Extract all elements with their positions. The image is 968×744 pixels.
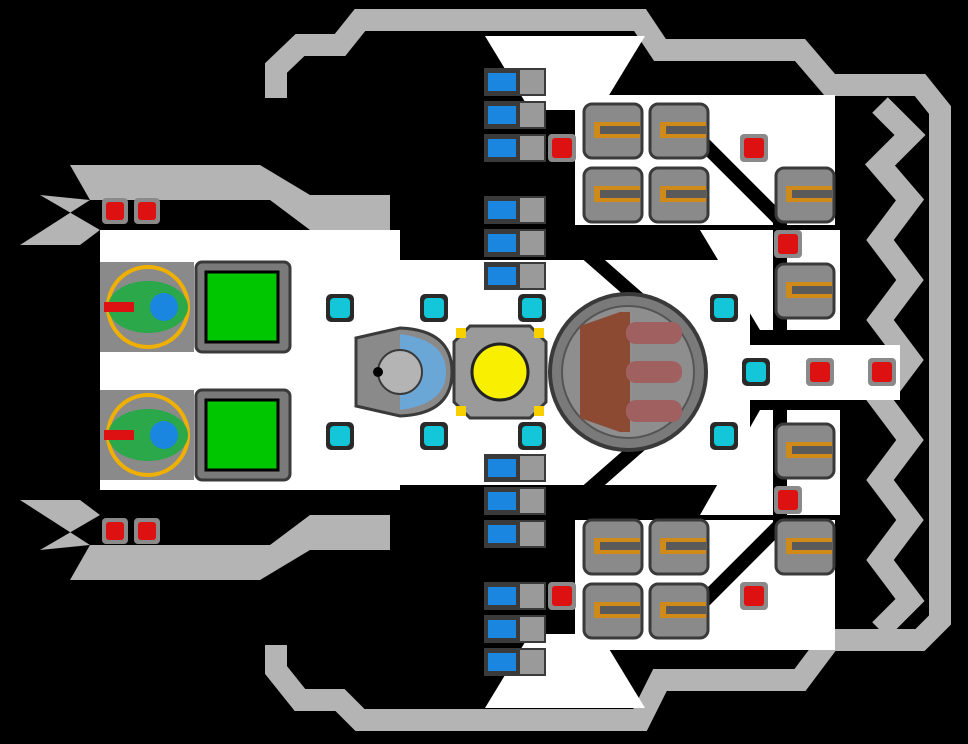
battery-cell-icon <box>484 582 546 610</box>
gun-turret-icon <box>648 166 710 224</box>
battery-cell-icon <box>484 68 546 96</box>
port-group <box>326 294 770 450</box>
red-thruster-icon <box>740 582 768 610</box>
battery-cell-icon <box>484 615 546 643</box>
red-thruster-icon <box>774 230 802 258</box>
gun-turret-icon <box>774 518 836 576</box>
hull-outline <box>265 9 951 731</box>
red-thruster-icon <box>548 582 576 610</box>
cyan-port-icon <box>742 358 770 386</box>
battery-cell-icon <box>484 454 546 482</box>
gun-turret-icon <box>774 262 836 320</box>
hangar-group <box>100 262 194 480</box>
gun-turret-icon <box>648 102 710 160</box>
pad-group <box>194 260 292 482</box>
cyan-port-icon <box>326 422 354 450</box>
cyan-port-icon <box>710 422 738 450</box>
cyan-port-icon <box>326 294 354 322</box>
cyan-port-icon <box>710 294 738 322</box>
red-thruster-icon <box>134 518 160 544</box>
red-thruster-icon <box>806 358 834 386</box>
wing-fins <box>20 165 390 580</box>
red-thruster-icon <box>868 358 896 386</box>
red-thruster-icon <box>102 198 128 224</box>
fighter-drone-icon <box>100 390 194 480</box>
green-docking-pad-icon <box>194 260 292 354</box>
red-thruster-icon <box>134 198 160 224</box>
battery-cell-icon <box>484 229 546 257</box>
cyan-port-icon <box>518 294 546 322</box>
cyan-port-icon <box>420 294 448 322</box>
gun-turret-icon <box>582 518 644 576</box>
battery-cell-icon <box>484 101 546 129</box>
battery-cell-icon <box>484 648 546 676</box>
battery-group <box>484 68 546 676</box>
green-docking-pad-icon <box>194 388 292 482</box>
battery-cell-icon <box>484 134 546 162</box>
reactor-core-icon <box>452 324 548 420</box>
battery-cell-icon <box>484 487 546 515</box>
gun-group <box>582 102 836 640</box>
battery-cell-icon <box>484 196 546 224</box>
red-thruster-icon <box>774 486 802 514</box>
cyan-port-icon <box>518 422 546 450</box>
gun-turret-icon <box>648 582 710 640</box>
gun-turret-icon <box>648 518 710 576</box>
cockpit-icon <box>354 326 454 418</box>
gun-turret-icon <box>774 166 836 224</box>
red-thruster-icon <box>740 134 768 162</box>
red-thruster-icon <box>548 134 576 162</box>
gun-turret-icon <box>582 166 644 224</box>
fighter-drone-icon <box>100 262 194 352</box>
missile-launcher-icon <box>548 292 708 452</box>
gun-turret-icon <box>582 102 644 160</box>
battery-cell-icon <box>484 520 546 548</box>
red-thruster-icon <box>102 518 128 544</box>
gun-turret-icon <box>582 582 644 640</box>
gun-turret-icon <box>774 422 836 480</box>
thruster-group <box>102 134 896 610</box>
cyan-port-icon <box>420 422 448 450</box>
battery-cell-icon <box>484 262 546 290</box>
